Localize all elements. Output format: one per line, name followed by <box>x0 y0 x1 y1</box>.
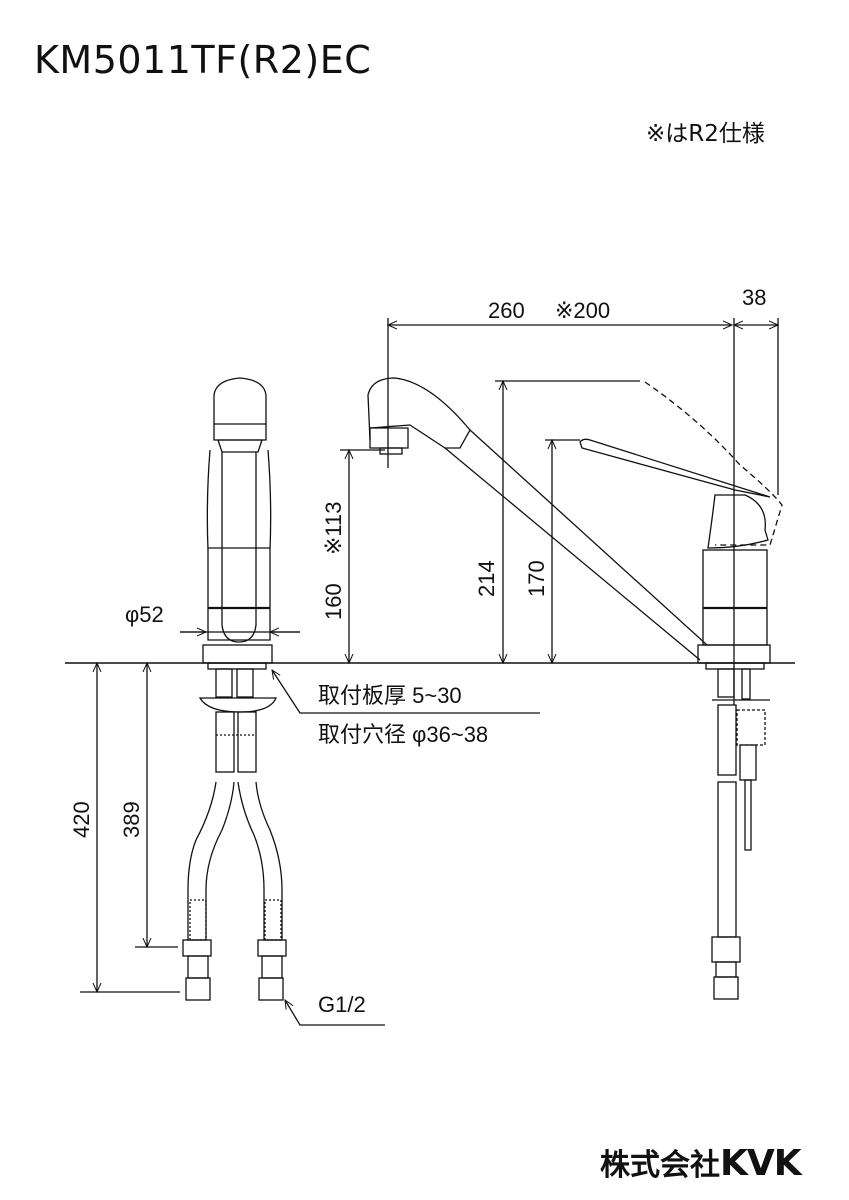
dim-handle-offset: 38 <box>742 285 766 310</box>
company-logo: 株式会社KVK <box>600 1140 802 1184</box>
label-thread: G1/2 <box>318 992 366 1017</box>
dim-spout-reach: 260 <box>488 298 525 323</box>
dim-hose-total: 420 <box>69 801 94 838</box>
dim-hose-length: 389 <box>119 801 144 838</box>
logo-company: 株式会社 <box>600 1148 720 1183</box>
dim-handle-height: 170 <box>524 560 549 597</box>
model-title: KM5011TF(R2)EC <box>34 38 372 82</box>
label-mount-hole: 取付穴径 φ36~38 <box>318 722 488 747</box>
logo-brand: KVK <box>720 1143 802 1184</box>
dim-base-diameter: φ52 <box>125 602 164 627</box>
dim-spout-reach-r2: ※200 <box>555 298 610 323</box>
dim-spout-height-r2: ※113 <box>321 501 346 555</box>
front-view <box>182 377 287 1001</box>
r2-spec-note: ※はR2仕様 <box>646 121 765 147</box>
dim-total-height: 214 <box>474 560 499 597</box>
label-mount-thickness: 取付板厚 5~30 <box>318 683 462 708</box>
side-view <box>367 318 783 1000</box>
dim-spout-height: 160 <box>321 583 346 620</box>
dimension-lines <box>80 318 778 1026</box>
